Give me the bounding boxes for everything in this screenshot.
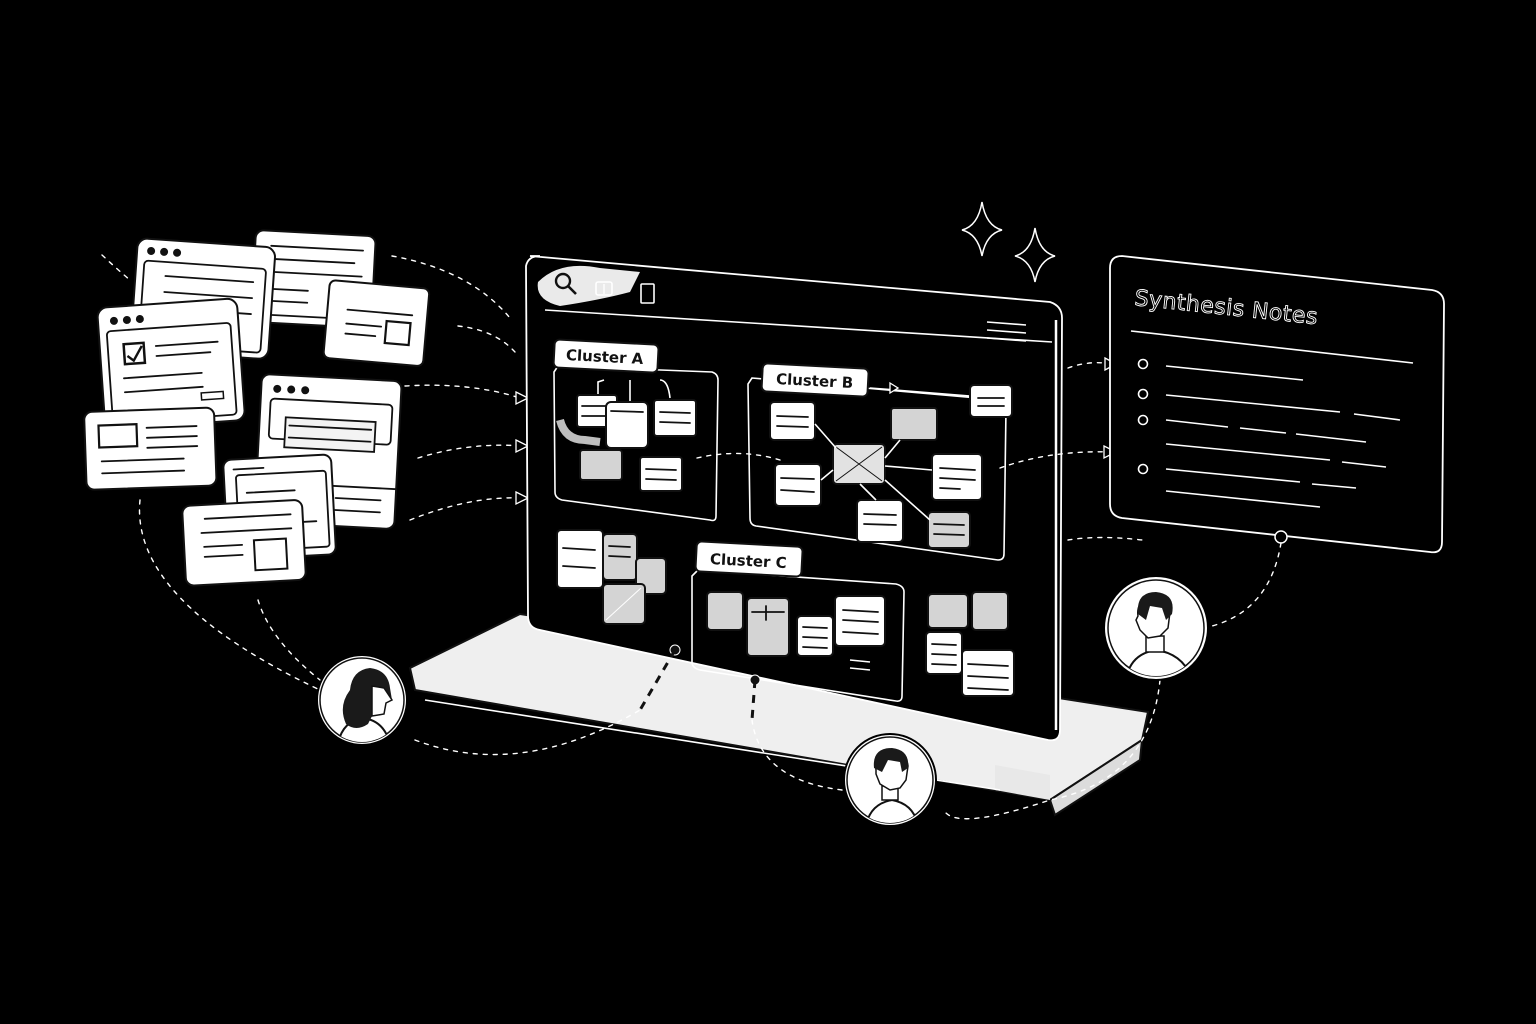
note-card[interactable]	[856, 499, 904, 543]
note-card[interactable]	[639, 456, 683, 492]
avatar-woman[interactable]	[316, 654, 408, 746]
bullet-icon	[1137, 358, 1149, 370]
loose-cards-right	[925, 591, 1015, 697]
cluster-b-label: Cluster B	[776, 370, 854, 392]
avatar-man-icon	[864, 748, 920, 823]
avatar-woman-icon	[336, 668, 394, 742]
cluster-c[interactable]: Cluster C	[691, 540, 905, 702]
cluster-a-label: Cluster A	[566, 346, 645, 368]
source-doc[interactable]	[83, 406, 218, 491]
search-icon[interactable]	[554, 272, 577, 295]
book-icon[interactable]	[595, 281, 613, 296]
cluster-a[interactable]: Cluster A	[552, 338, 719, 522]
avatar-man-right[interactable]	[1103, 575, 1209, 681]
sparkle-icon	[961, 201, 1003, 257]
cluster-label: Cluster C	[694, 540, 804, 578]
page-icon[interactable]	[640, 283, 655, 304]
note-card[interactable]	[927, 511, 971, 549]
source-documents	[83, 229, 431, 587]
note-card[interactable]	[556, 529, 604, 589]
note-card[interactable]	[653, 399, 697, 437]
note-card[interactable]	[971, 591, 1009, 631]
main-window: Cluster A Cluster B	[525, 255, 1063, 742]
source-doc[interactable]	[322, 279, 431, 367]
platform-base	[408, 612, 1150, 817]
note-card[interactable]	[890, 407, 938, 441]
notes-bullet-list	[1137, 358, 1401, 508]
note-card[interactable]	[925, 631, 963, 675]
bullet-icon	[1137, 463, 1149, 475]
note-card[interactable]	[769, 401, 816, 441]
note-card[interactable]	[931, 453, 983, 501]
note-card[interactable]	[579, 449, 623, 481]
checkbox-icon	[122, 341, 147, 366]
sparkle-icon	[1014, 227, 1056, 283]
flow-arrows-in	[101, 254, 530, 691]
note-card[interactable]	[969, 384, 1013, 418]
source-doc[interactable]	[96, 297, 246, 431]
note-card[interactable]	[706, 591, 744, 631]
bullet-icon	[1137, 414, 1149, 426]
note-card[interactable]	[774, 463, 822, 507]
loose-cards	[556, 529, 667, 625]
collaborator-links	[414, 542, 1282, 820]
cluster-label: Cluster A	[552, 338, 660, 374]
avatar-man-center[interactable]	[843, 733, 937, 827]
hamburger-menu-icon[interactable]	[986, 321, 1027, 342]
bullet-icon	[1137, 388, 1149, 400]
synthesis-notes-panel[interactable]: Synthesis Notes	[1109, 255, 1445, 554]
source-doc[interactable]	[181, 499, 307, 587]
note-card[interactable]	[746, 597, 790, 657]
note-card[interactable]	[961, 649, 1015, 697]
cluster-label: Cluster B	[760, 362, 870, 398]
note-card[interactable]	[796, 615, 834, 657]
note-card[interactable]	[605, 401, 649, 449]
note-card[interactable]	[927, 593, 969, 629]
cluster-b[interactable]: Cluster B	[747, 362, 1013, 561]
cluster-c-label: Cluster C	[710, 550, 788, 572]
